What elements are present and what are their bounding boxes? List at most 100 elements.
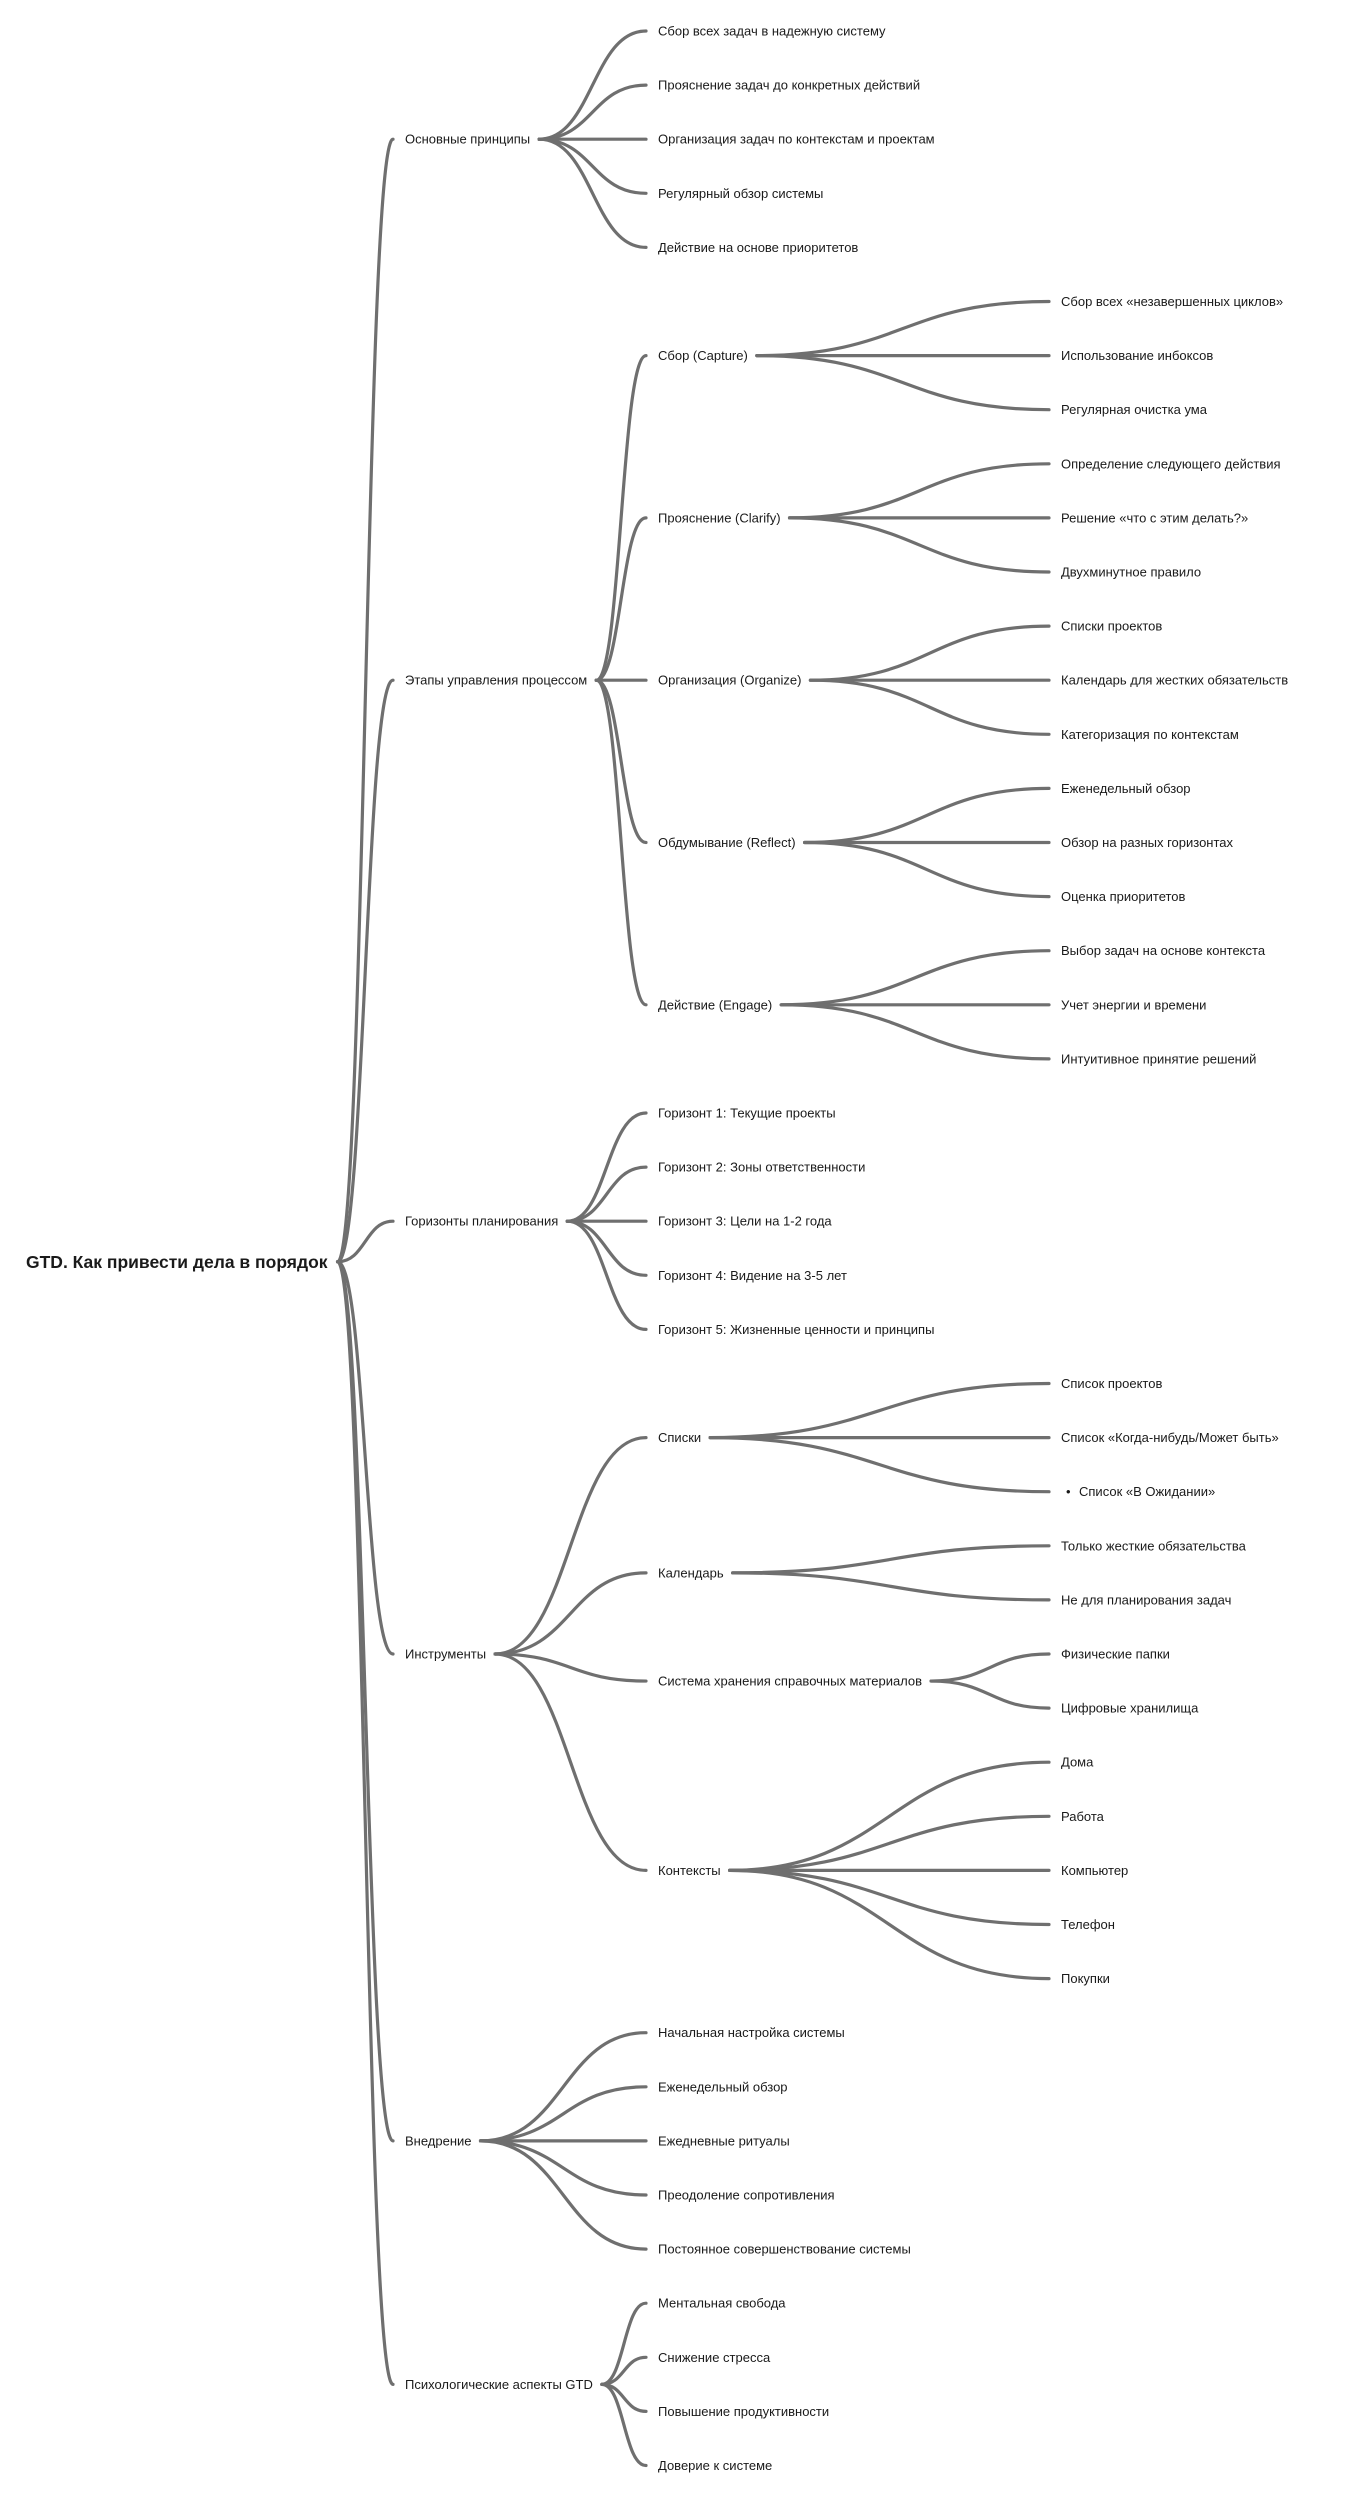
node-label-ментальная-свобода: Ментальная свобода	[658, 2296, 786, 2311]
connector-только-жесткие-обязательства	[731, 1544, 1051, 1575]
connector-ментальная-свобода	[600, 2301, 648, 2386]
connector-календарь	[493, 1571, 648, 1656]
node-labels: GTD. Как привести дела в порядокОсновные…	[26, 24, 1288, 2474]
connector-сбор-всех-задач-в-надежную-систему	[537, 29, 648, 141]
connector-инструменты	[335, 1260, 395, 1656]
connector-горизонт-1-текущие-проекты	[565, 1111, 648, 1223]
connector-постоянное-совершенствование-системы	[478, 2139, 648, 2251]
connector-регулярная-очистка-ума	[755, 354, 1051, 412]
node-label-списки: Списки	[658, 1430, 701, 1445]
node-label-регулярный-обзор-системы: Регулярный обзор системы	[658, 186, 823, 201]
connector-категоризация-по-контекстам	[808, 678, 1051, 736]
node-label-определение-следующего-действия: Определение следующего действия	[1061, 456, 1281, 471]
connector-сбор-всех-незавершенных-циклов	[755, 299, 1051, 358]
node-label-компьютер: Компьютер	[1061, 1863, 1128, 1878]
node-label-решение-что-с-этим-делать: Решение «что с этим делать?»	[1061, 510, 1248, 525]
node-label-повышение-продуктивности: Повышение продуктивности	[658, 2404, 829, 2419]
node-label-основные-принципы: Основные принципы	[405, 132, 530, 147]
connector-этапы-управления-процессом	[335, 678, 395, 1264]
node-label-снижение-стресса: Снижение стресса	[658, 2350, 771, 2365]
node-label-список-в-ожидании: Список «В Ожидании»	[1079, 1484, 1215, 1499]
node-label-организация-задач-по-контекстам-и-проект: Организация задач по контекстам и проект…	[658, 132, 935, 147]
connector-сбор-capture	[594, 354, 648, 682]
connector-регулярный-обзор-системы	[537, 137, 648, 195]
node-label-действие-engage: Действие (Engage)	[658, 997, 772, 1012]
node-label-горизонт-4-видение-на-3-5-лет: Горизонт 4: Видение на 3-5 лет	[658, 1268, 847, 1283]
connector-списки-проектов	[808, 624, 1051, 682]
node-label-этапы-управления-процессом: Этапы управления процессом	[405, 673, 587, 688]
node-label-обдумывание-reflect: Обдумывание (Reflect)	[658, 835, 796, 850]
node-label-организация-organize: Организация (Organize)	[658, 673, 801, 688]
node-label-дома: Дома	[1061, 1755, 1094, 1770]
connector-горизонт-2-зоны-ответственности	[565, 1165, 648, 1223]
node-label-психологические-аспекты-gtd: Психологические аспекты GTD	[405, 2377, 593, 2392]
node-label-не-для-планирования-задач: Не для планирования задач	[1061, 1592, 1231, 1607]
connector-контексты	[493, 1652, 648, 1872]
connector-преодоление-сопротивления	[478, 2139, 648, 2197]
connector-lines	[335, 29, 1051, 2468]
connector-физические-папки	[929, 1652, 1051, 1683]
connector-внедрение	[335, 1260, 395, 2143]
node-label-сбор-всех-незавершенных-циклов: Сбор всех «незавершенных циклов»	[1061, 294, 1283, 309]
connector-действие-engage	[594, 678, 648, 1007]
node-label-интуитивное-принятие-решений: Интуитивное принятие решений	[1061, 1051, 1256, 1066]
node-label-инструменты: Инструменты	[405, 1647, 486, 1662]
node-label-двухминутное-правило: Двухминутное правило	[1061, 565, 1201, 580]
connector-горизонт-4-видение-на-3-5-лет	[565, 1219, 648, 1277]
node-label-горизонты-планирования: Горизонты планирования	[405, 1214, 558, 1229]
node-label-телефон: Телефон	[1061, 1917, 1115, 1932]
connector-выбор-задач-на-основе-контекста	[779, 949, 1051, 1007]
connector-обдумывание-reflect	[594, 678, 648, 845]
node-label-списки-проектов: Списки проектов	[1061, 619, 1162, 634]
node-label-физические-папки: Физические папки	[1061, 1647, 1170, 1662]
node-label-действие-на-основе-приоритетов: Действие на основе приоритетов	[658, 240, 858, 255]
bullet-marker: •	[1066, 1484, 1071, 1499]
node-label-постоянное-совершенствование-системы: Постоянное совершенствование системы	[658, 2242, 911, 2257]
connector-телефон	[728, 1868, 1051, 1927]
node-label-горизонт-2-зоны-ответственности: Горизонт 2: Зоны ответственности	[658, 1160, 865, 1175]
node-label-горизонт-3-цели-на-1-2-года: Горизонт 3: Цели на 1-2 года	[658, 1214, 832, 1229]
connector-действие-на-основе-приоритетов	[537, 137, 648, 249]
connector-горизонт-5-жизненные-ценности-и-принципы	[565, 1219, 648, 1331]
node-label-календарь: Календарь	[658, 1565, 724, 1580]
node-label-использование-инбоксов: Использование инбоксов	[1061, 348, 1213, 363]
connector-горизонты-планирования	[335, 1219, 395, 1264]
connector-еженедельный-обзор	[478, 2085, 648, 2143]
node-label-список-когда-нибудь-может-быть: Список «Когда-нибудь/Может быть»	[1061, 1430, 1279, 1445]
connector-психологические-аспекты-gtd	[335, 1260, 395, 2386]
node-label-сбор-capture: Сбор (Capture)	[658, 348, 748, 363]
node-label-покупки: Покупки	[1061, 1971, 1110, 1986]
connector-дома	[728, 1760, 1051, 1872]
connector-прояснение-задач-до-конкретных-действий	[537, 83, 648, 141]
connector-начальная-настройка-системы	[478, 2031, 648, 2143]
node-label-оценка-приоритетов: Оценка приоритетов	[1061, 889, 1186, 904]
node-label-горизонт-1-текущие-проекты: Горизонт 1: Текущие проекты	[658, 1106, 836, 1121]
node-label-доверие-к-системе: Доверие к системе	[658, 2458, 772, 2473]
connector-цифровые-хранилища	[929, 1679, 1051, 1710]
connector-прояснение-clarify	[594, 516, 648, 682]
connector-оценка-приоритетов	[802, 840, 1051, 899]
node-label-горизонт-5-жизненные-ценности-и-принципы: Горизонт 5: Жизненные ценности и принцип…	[658, 1322, 934, 1337]
node-label-регулярная-очистка-ума: Регулярная очистка ума	[1061, 402, 1208, 417]
connector-определение-следующего-действия	[787, 462, 1051, 520]
connector-доверие-к-системе	[600, 2382, 648, 2468]
connector-еженедельный-обзор	[802, 786, 1051, 845]
connector-работа	[728, 1814, 1051, 1872]
node-label-прояснение-задач-до-конкретных-действий: Прояснение задач до конкретных действий	[658, 78, 920, 93]
node-label-выбор-задач-на-основе-контекста: Выбор задач на основе контекста	[1061, 943, 1266, 958]
node-label-прояснение-clarify: Прояснение (Clarify)	[658, 510, 781, 525]
node-label-только-жесткие-обязательства: Только жесткие обязательства	[1061, 1538, 1247, 1553]
connector-список-в-ожидании	[708, 1436, 1051, 1494]
node-label-учет-энергии-и-времени: Учет энергии и времени	[1061, 997, 1206, 1012]
connector-основные-принципы	[335, 137, 395, 1264]
connector-список-проектов	[708, 1381, 1051, 1440]
node-label-список-проектов: Список проектов	[1061, 1376, 1162, 1391]
connector-списки	[493, 1436, 648, 1656]
node-label-ежедневные-ритуалы: Ежедневные ритуалы	[658, 2133, 790, 2148]
node-label-начальная-настройка-системы: Начальная настройка системы	[658, 2025, 845, 2040]
connector-система-хранения-справочных-материалов	[493, 1652, 648, 1683]
node-label-система-хранения-справочных-материалов: Система хранения справочных материалов	[658, 1674, 922, 1689]
connector-двухминутное-правило	[787, 516, 1051, 574]
node-label-контексты: Контексты	[658, 1863, 721, 1878]
